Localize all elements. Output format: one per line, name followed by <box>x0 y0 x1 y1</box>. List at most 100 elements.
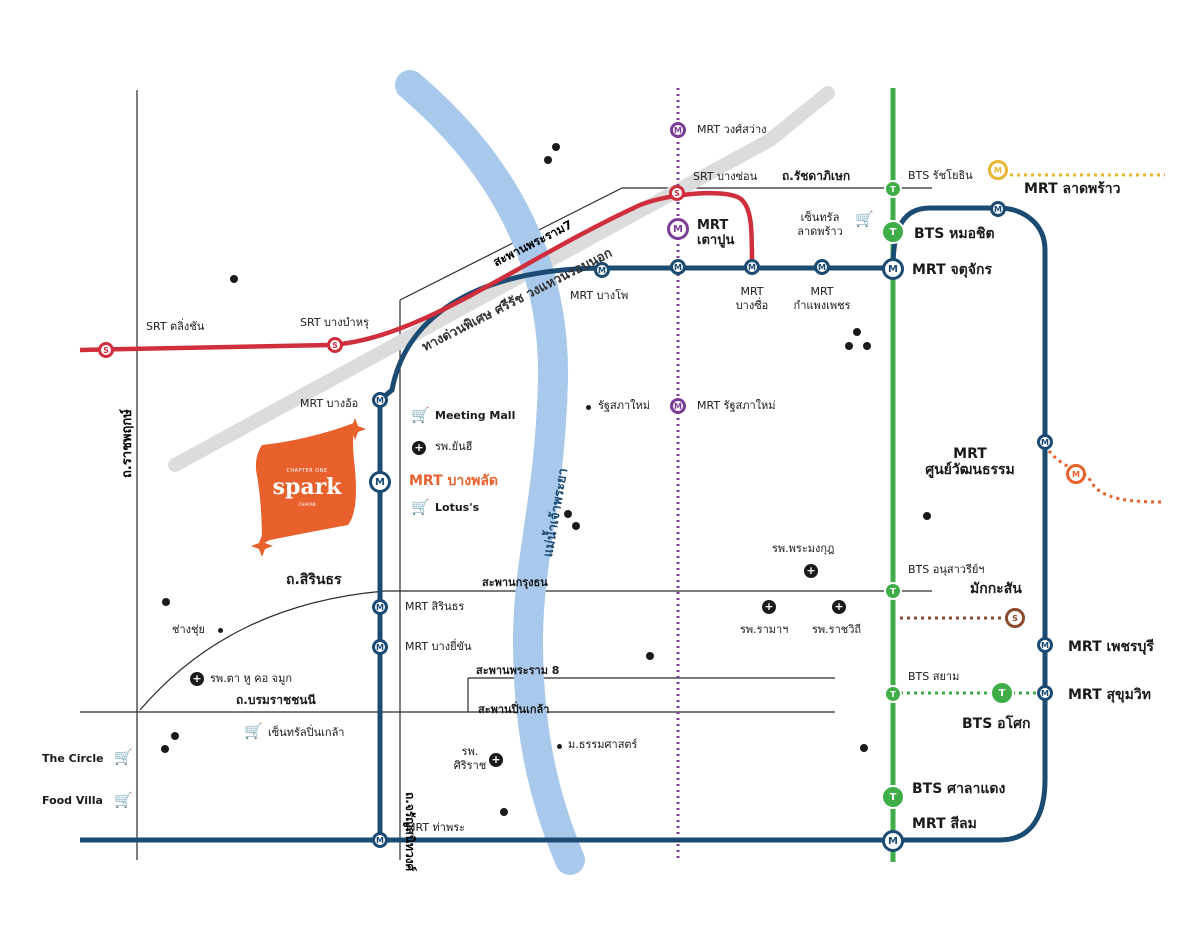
station-mrt-ratthasapha-mai[interactable]: M <box>670 398 686 414</box>
label-mrt-sukhumvit: MRT สุขุมวิท <box>1068 687 1151 703</box>
expressway-line <box>168 86 835 472</box>
station-bts-siam[interactable]: T <box>884 685 902 703</box>
road-sirindhorn <box>139 590 386 711</box>
poi-pin <box>646 652 654 660</box>
poi-pin <box>161 745 169 753</box>
label-mrt-sirindhorn: MRT สิรินธร <box>405 600 465 613</box>
station-mrt-taopoon-purple[interactable]: M <box>667 218 689 240</box>
hospital-icon: + <box>412 441 426 455</box>
label-changchui: ช่างชุ่ย <box>172 623 205 636</box>
station-airport-makkasan[interactable]: S <box>1005 608 1025 628</box>
label-mrt-cultural-1: MRT <box>953 446 987 462</box>
srt-red-line <box>79 190 755 353</box>
station-mrt-ladprao[interactable]: M <box>990 201 1006 217</box>
poi-pin <box>162 598 170 606</box>
hospital-icon: + <box>190 672 204 686</box>
poi-dot <box>557 744 562 749</box>
station-mrt-silom[interactable]: M <box>882 830 904 852</box>
station-bts-mochit[interactable]: T <box>881 220 905 244</box>
station-mrt-bangor[interactable]: M <box>372 392 388 408</box>
station-mrt-bangsue[interactable]: M <box>744 259 760 275</box>
project-brand-sub: CHARAN <box>298 502 316 507</box>
station-srt-talingchan[interactable]: S <box>98 342 114 358</box>
station-mrt-ladprao-yellow[interactable]: M <box>988 160 1008 180</box>
poi-pin <box>572 522 580 530</box>
station-mrt-wongsawang[interactable]: M <box>670 122 686 138</box>
label-saphan-pinklao: สะพานปิ่นเกล้า <box>478 703 550 716</box>
label-saphan-krungthon: สะพานกรุงธน <box>482 576 548 589</box>
hospital-icon: + <box>489 753 503 767</box>
station-mrt-thaphra[interactable]: M <box>372 832 388 848</box>
station-srt-bangson[interactable]: S <box>669 185 685 201</box>
station-bts-asok[interactable]: T <box>990 681 1014 705</box>
label-bts-ratchayothin: BTS รัชโยธิน <box>908 169 973 182</box>
poi-pin <box>544 156 552 164</box>
shopping-cart-icon: 🛒 <box>411 406 430 424</box>
label-bts-siam: BTS สยาม <box>908 670 960 683</box>
poi-pin <box>230 275 238 283</box>
label-mrt-taopoon-2: เตาปูน <box>697 233 735 248</box>
shopping-cart-icon: 🛒 <box>411 498 430 516</box>
label-bts-victory: BTS อนุสาวรีย์ฯ <box>908 563 985 576</box>
label-srt-bangson: SRT บางซ่อน <box>693 170 758 183</box>
label-mrt-ratthasapha-mai: MRT รัฐสภาใหม่ <box>697 399 776 412</box>
label-mrt-bangphlat: MRT บางพลัด <box>409 473 498 489</box>
label-central-ladprao-2: ลาดพร้าว <box>797 225 843 238</box>
poi-pin <box>552 143 560 151</box>
label-mrt-bangsue-2: บางซื่อ <box>735 299 769 312</box>
station-mrt-kamphaengphet[interactable]: M <box>814 259 830 275</box>
station-mrt-chatuchak[interactable]: M <box>882 258 904 280</box>
station-bts-ratchayothin[interactable]: T <box>884 180 902 198</box>
poi-dot <box>586 405 591 410</box>
hospital-icon: + <box>762 600 776 614</box>
road-rama7 <box>399 187 623 301</box>
poi-pin <box>860 744 868 752</box>
station-mrt-cultural-orange[interactable]: M <box>1066 464 1086 484</box>
station-mrt-bangyikhan[interactable]: M <box>372 639 388 655</box>
label-srt-bangbamru: SRT บางบำหรุ <box>300 316 369 329</box>
label-ratchaphruek-road: ถ.ราชพฤกษ์ <box>120 409 135 478</box>
label-makkasan: มักกะสัน <box>970 581 1022 597</box>
poi-pin <box>923 512 931 520</box>
station-mrt-sirindhorn[interactable]: M <box>372 599 388 615</box>
label-mrt-taopoon-1: MRT <box>697 218 729 233</box>
station-bts-victory-monument[interactable]: T <box>884 582 902 600</box>
project-brand-name: spark <box>272 474 342 500</box>
poi-dot <box>218 628 223 633</box>
station-mrt-bangpho[interactable]: M <box>594 262 610 278</box>
label-mrt-ladprao: MRT ลาดพร้าว <box>1024 181 1121 197</box>
label-food-villa: Food Villa <box>42 794 103 807</box>
label-mrt-kamphaengphet-1: MRT <box>810 285 834 298</box>
station-mrt-sukhumvit[interactable]: M <box>1037 685 1053 701</box>
hospital-icon: + <box>804 564 818 578</box>
station-mrt-bangphlat[interactable]: M <box>369 471 391 493</box>
shopping-cart-icon: 🛒 <box>855 210 874 228</box>
label-hosp-ent: รพ.ตา หู คอ จมูก <box>210 672 293 685</box>
label-mrt-bangor: MRT บางอ้อ <box>300 397 359 410</box>
station-bts-saladaeng[interactable]: T <box>881 785 905 809</box>
project-brand-top: CHAPTER ONE <box>286 468 328 474</box>
label-bts-mochit: BTS หมอชิต <box>914 226 995 242</box>
station-mrt-taopoon-blue[interactable]: M <box>670 259 686 275</box>
label-mrt-cultural-2: ศูนย์วัฒนธรรม <box>925 462 1015 478</box>
poi-pin <box>863 342 871 350</box>
mrt-orange-line <box>1043 444 1166 504</box>
station-srt-bangbamru[interactable]: S <box>327 337 343 353</box>
station-mrt-cultural-centre[interactable]: M <box>1037 434 1053 450</box>
label-mrt-bangpho: MRT บางโพ <box>570 289 629 302</box>
label-mrt-silom: MRT สีลม <box>912 816 977 832</box>
label-bts-saladaeng: BTS ศาลาแดง <box>912 781 1006 797</box>
poi-pin <box>564 510 572 518</box>
label-mrt-chatuchak: MRT จตุจักร <box>912 262 993 278</box>
label-mrt-bangsue-1: MRT <box>740 285 764 298</box>
poi-pin <box>171 732 179 740</box>
poi-pin <box>500 808 508 816</box>
shopping-cart-icon: 🛒 <box>114 791 133 809</box>
label-mrt-wongsawang: MRT วงศ์สว่าง <box>697 123 767 136</box>
project-logo-star-top <box>344 418 366 440</box>
label-saphan-rama8: สะพานพระราม 8 <box>476 664 560 677</box>
station-mrt-phetchaburi[interactable]: M <box>1037 637 1053 653</box>
label-the-circle: The Circle <box>42 752 104 765</box>
roads <box>80 90 932 860</box>
